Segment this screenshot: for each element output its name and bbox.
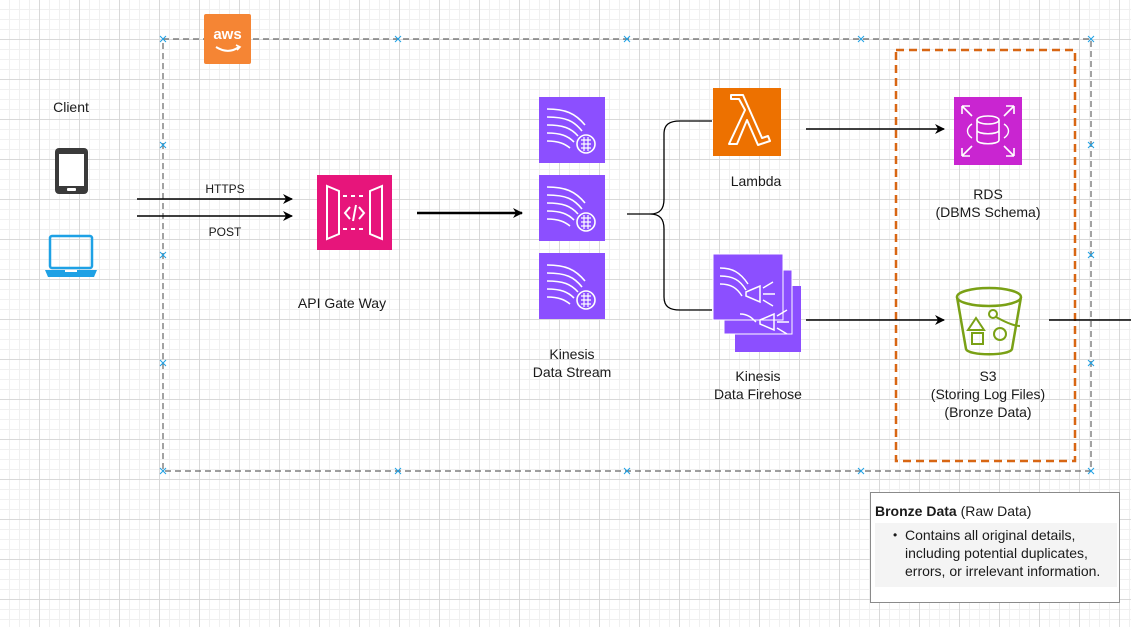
kinesis-data-stream-icon[interactable]	[539, 97, 605, 319]
aws-smile-icon	[215, 44, 242, 52]
lambda-icon[interactable]	[713, 88, 781, 156]
tablet-icon	[55, 148, 88, 194]
post-label: POST	[208, 225, 242, 239]
lambda-label: Lambda	[730, 173, 782, 189]
laptop-icon	[45, 234, 97, 277]
s3-label-line2: (Storing Log Files)	[930, 386, 1046, 402]
aws-logo-text: aws	[213, 26, 242, 43]
s3-bucket-icon[interactable]	[955, 286, 1023, 356]
firehose-label-line1: Kinesis	[735, 368, 781, 384]
firehose-label-line2: Data Firehose	[714, 386, 802, 402]
storage-group[interactable]	[894, 48, 1077, 463]
stream-fanout-connector[interactable]	[627, 120, 712, 311]
kinesis-stream-label-line1: Kinesis	[549, 346, 595, 362]
note-bullet-line: Contains all original details,	[905, 527, 1076, 543]
rds-icon[interactable]	[954, 97, 1022, 165]
s3-label-line1: S3	[979, 368, 997, 384]
note-bullet: Contains all original details, including…	[893, 526, 1117, 580]
client-label: Client	[53, 99, 89, 115]
s3-label-line3: (Bronze Data)	[944, 404, 1032, 420]
rds-label-line1: RDS	[973, 186, 1003, 202]
https-label: HTTPS	[205, 182, 245, 196]
note-title-rest: (Raw Data)	[956, 503, 1032, 519]
kinesis-firehose-icon[interactable]	[712, 253, 801, 352]
note-title: Bronze Data (Raw Data)	[875, 503, 1031, 519]
note-bullet-line: including potential duplicates,	[905, 545, 1088, 561]
rds-label-line2: (DBMS Schema)	[935, 204, 1041, 220]
kinesis-stream-label-line2: Data Stream	[532, 364, 612, 380]
note-bullet-list: Contains all original details, including…	[875, 526, 1117, 580]
note-body: Contains all original details, including…	[875, 523, 1117, 587]
aws-logo: aws	[204, 14, 251, 64]
api-gateway-icon[interactable]	[317, 175, 392, 250]
note-bullet-line: errors, or irrelevant information.	[905, 563, 1101, 579]
note-title-bold: Bronze Data	[875, 503, 957, 519]
bronze-data-note[interactable]: Bronze Data (Raw Data) Contains all orig…	[870, 492, 1120, 603]
group-selection-handles	[159, 35, 1095, 475]
api-gateway-label: API Gate Way	[297, 295, 387, 311]
